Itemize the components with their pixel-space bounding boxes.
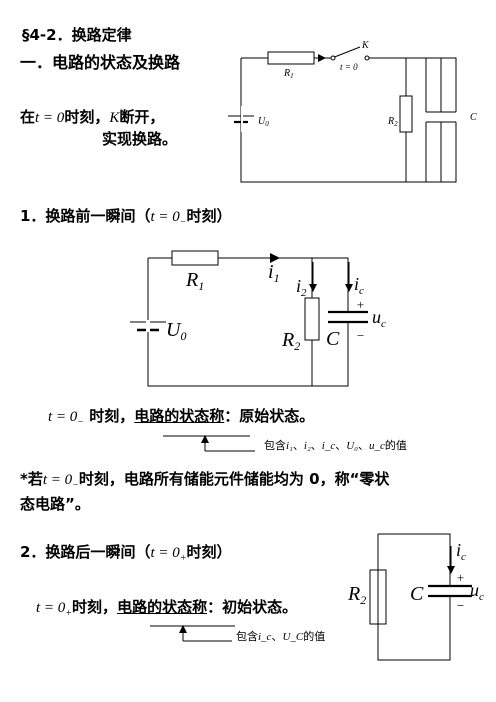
c2-i2-label: i2	[296, 276, 307, 299]
heading-circuit-state: 一．电路的状态及换路	[20, 53, 181, 72]
c1-switch-label: K	[361, 40, 370, 51]
current-arrows	[312, 262, 452, 568]
intro-line-2: 实现换路。	[102, 130, 178, 148]
state-after-line: t = 0+时刻，电路的状态称：初始状态。	[36, 598, 298, 619]
resistor-r1	[171, 250, 219, 266]
c2-r1-label: R1	[185, 269, 204, 293]
c3-c-label: C	[410, 583, 424, 605]
c3-ic-label: ic	[456, 540, 466, 563]
c2-minus-sign: −	[356, 328, 365, 343]
ic-arrow-icon	[345, 284, 353, 292]
c3-plus-sign: +	[456, 570, 465, 585]
switch-k	[331, 46, 361, 59]
c2-c-label: C	[326, 328, 340, 350]
resistor-r2	[304, 297, 320, 341]
annotation-arrows	[150, 435, 255, 642]
annotation-arrow-icon	[201, 435, 209, 443]
zero-state-line-2: 态电路”。	[20, 495, 90, 513]
c1-r1-label: R1	[283, 68, 294, 80]
circuit-3	[369, 533, 472, 661]
circuit-2	[130, 250, 368, 387]
c2-u0-label: U0	[166, 319, 186, 343]
resistor-r2-c1	[399, 95, 413, 133]
c3-minus-sign: −	[456, 598, 465, 613]
ic-arrow-icon-c3	[447, 566, 455, 574]
note-before: 包含i₁、i₂、i_c、U₀、u_c的值	[264, 439, 407, 452]
intro-line-1: 在t = 0时刻，K断开，	[20, 108, 165, 126]
state-before-line: t = 0− 时刻，电路的状态称：原始状态。	[48, 407, 315, 428]
resistor-r2-c3	[369, 569, 387, 625]
zero-state-line-1: *若t = 0−时刻，电路所有储能元件储能均为 0，称“零状	[20, 470, 390, 491]
c1-c-label: C	[470, 112, 477, 123]
c1-r2-label: R2	[387, 116, 398, 128]
i1-arrow-icon	[270, 253, 280, 263]
c2-i1-label: i1	[268, 261, 280, 285]
c2-uc-label: uc	[372, 307, 386, 330]
annotation-arrow-icon-2	[179, 625, 187, 633]
c2-r2-label: R2	[281, 329, 300, 353]
heading-after-switching: 2．换路后一瞬间（t = 0+时刻）	[20, 543, 232, 564]
c1-switch-time: t = 0	[340, 62, 358, 72]
section-title: §4-2．换路定律	[22, 26, 132, 44]
c2-plus-sign: +	[356, 297, 365, 312]
i2-arrow-icon	[309, 284, 317, 292]
c2-ic-label: ic	[354, 274, 364, 297]
resistor-r1-c1	[267, 51, 315, 65]
c1-u0-label: U0	[258, 116, 269, 128]
c3-r2-label: R2	[347, 583, 366, 607]
heading-before-switching: 1．换路前一瞬间（t = 0−时刻）	[20, 207, 232, 228]
note-after: 包含i_c、U_C的值	[236, 630, 326, 643]
arrow-head-circuit1	[318, 54, 326, 62]
c3-uc-label: uc	[470, 580, 484, 603]
